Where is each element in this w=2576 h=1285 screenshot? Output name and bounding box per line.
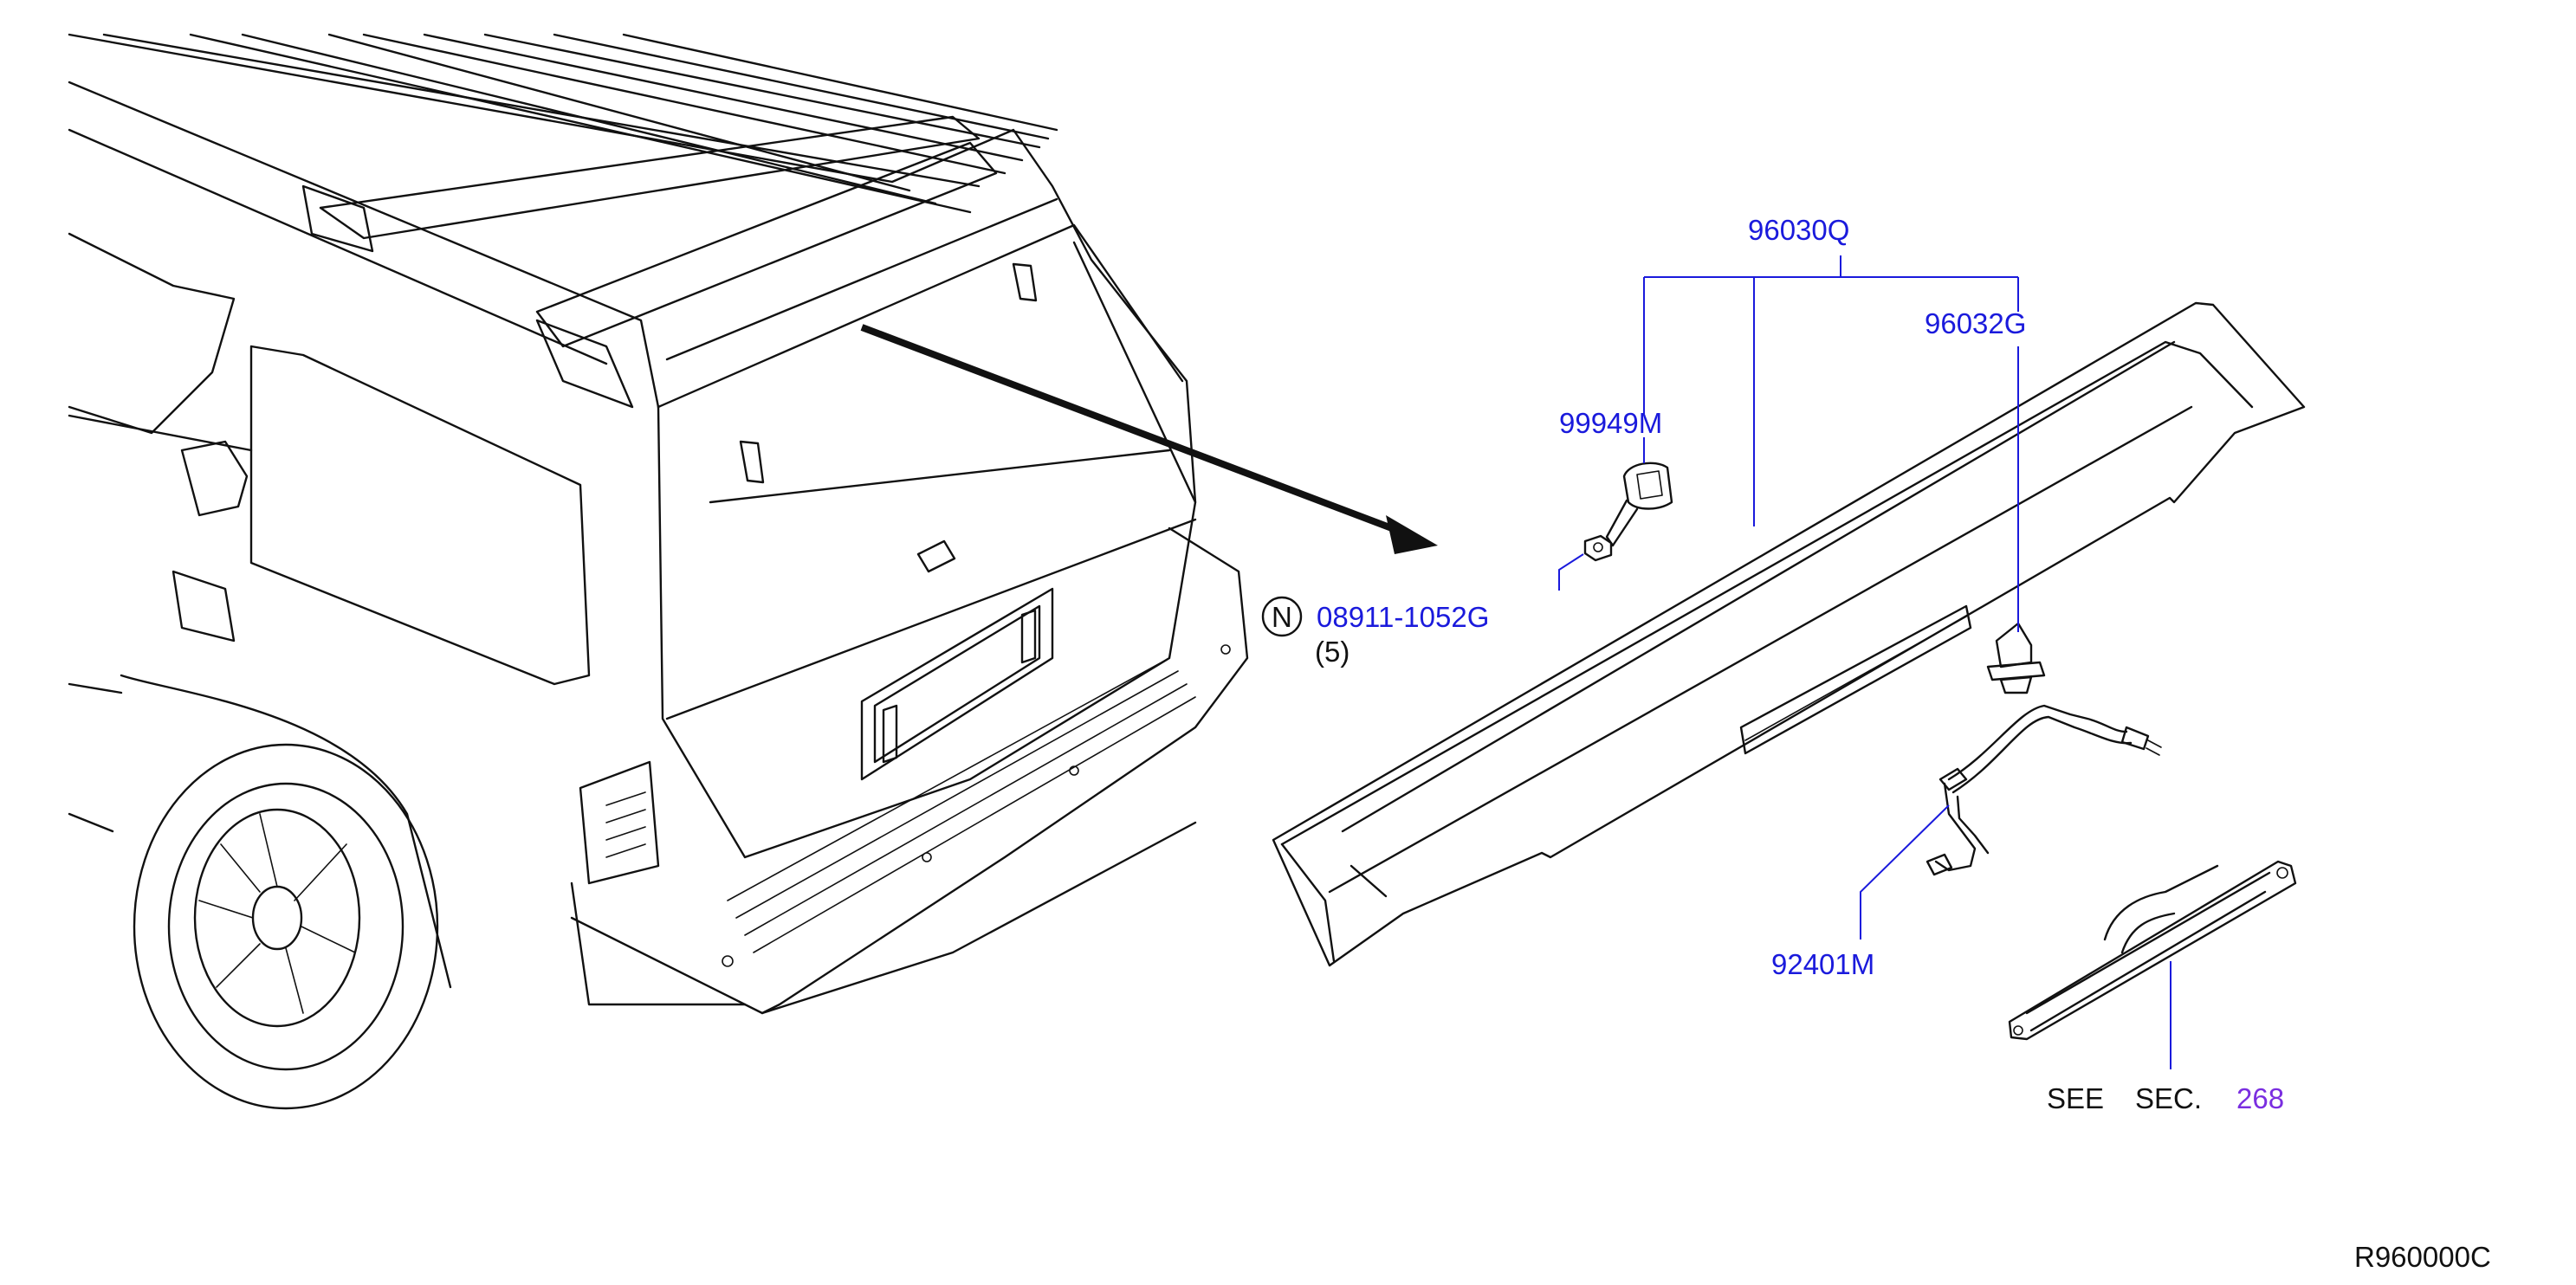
callout-96032g: 96032G [1925, 307, 2026, 339]
vehicle-illustration [68, 33, 1249, 1110]
callout-92401m: 92401M [1771, 948, 1874, 980]
wire-harness-part [1926, 704, 2162, 876]
figure-code: R960000C [2354, 1241, 2491, 1273]
callout-99949m: 99949M [1559, 407, 1662, 439]
section-reference-link[interactable]: 268 [2236, 1082, 2284, 1114]
sec-label: SEC. [2135, 1082, 2202, 1114]
callout-nut-quantity: (5) [1315, 636, 1349, 668]
screw-part [1605, 462, 1673, 547]
nut-symbol-circle [1261, 596, 1303, 637]
nut-symbol-letter: N [1272, 601, 1292, 633]
callout-96030q: 96030Q [1748, 214, 1849, 246]
leader-lines [1558, 255, 2171, 1069]
direction-arrow [860, 324, 1438, 554]
callout-labels: 96030Q 96032G 99949M N 08911-1052G (5) 9… [1261, 214, 2491, 1273]
stop-lamp-part [2008, 860, 2297, 1041]
clip-part [1986, 622, 2046, 694]
rear-spoiler-finisher [1272, 301, 2306, 967]
callout-08911-1052g: 08911-1052G [1317, 601, 1489, 633]
nut-part [1583, 534, 1613, 562]
see-label: SEE [2047, 1082, 2104, 1114]
